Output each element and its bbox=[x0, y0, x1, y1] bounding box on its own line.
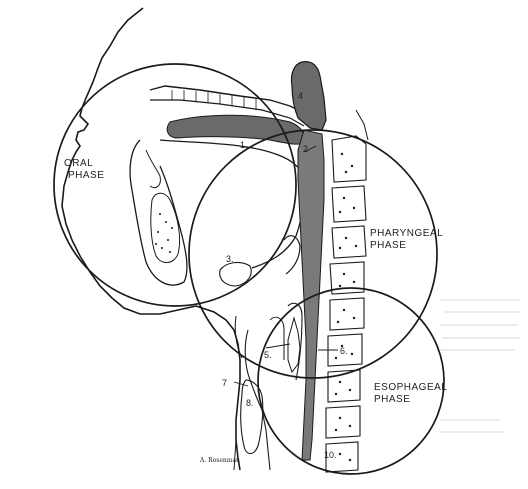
label-1: 1. bbox=[240, 140, 248, 150]
oral-phase-label-line2: PHASE bbox=[68, 170, 104, 181]
label-10: 10. bbox=[324, 450, 337, 460]
label-2: 2 bbox=[303, 144, 308, 154]
vertebra-t2 bbox=[326, 406, 360, 438]
vertebra-c3 bbox=[332, 186, 366, 222]
vertebra-c6 bbox=[330, 298, 364, 330]
pharyngeal-phase-label-line2: PHASE bbox=[370, 240, 406, 251]
label-5: 5. bbox=[264, 350, 272, 360]
vertebra-c4 bbox=[332, 226, 366, 258]
label-8: 8. bbox=[246, 398, 254, 408]
vertebra-c2 bbox=[332, 136, 366, 182]
oral-phase-label-line1: ORAL bbox=[64, 158, 93, 169]
label-6: 6. bbox=[340, 346, 348, 356]
esophageal-phase-label-line2: PHASE bbox=[374, 394, 410, 405]
label-4: 4 bbox=[298, 91, 303, 101]
label-3: 3. bbox=[226, 254, 234, 264]
esophageal-phase-label-line1: ESOPHAGEAL bbox=[374, 382, 447, 393]
label-7: 7 bbox=[222, 378, 227, 388]
pharyngeal-phase-label-line1: PHARYNGEAL bbox=[370, 228, 443, 239]
artist-signature: A. Rosenman bbox=[199, 457, 240, 464]
